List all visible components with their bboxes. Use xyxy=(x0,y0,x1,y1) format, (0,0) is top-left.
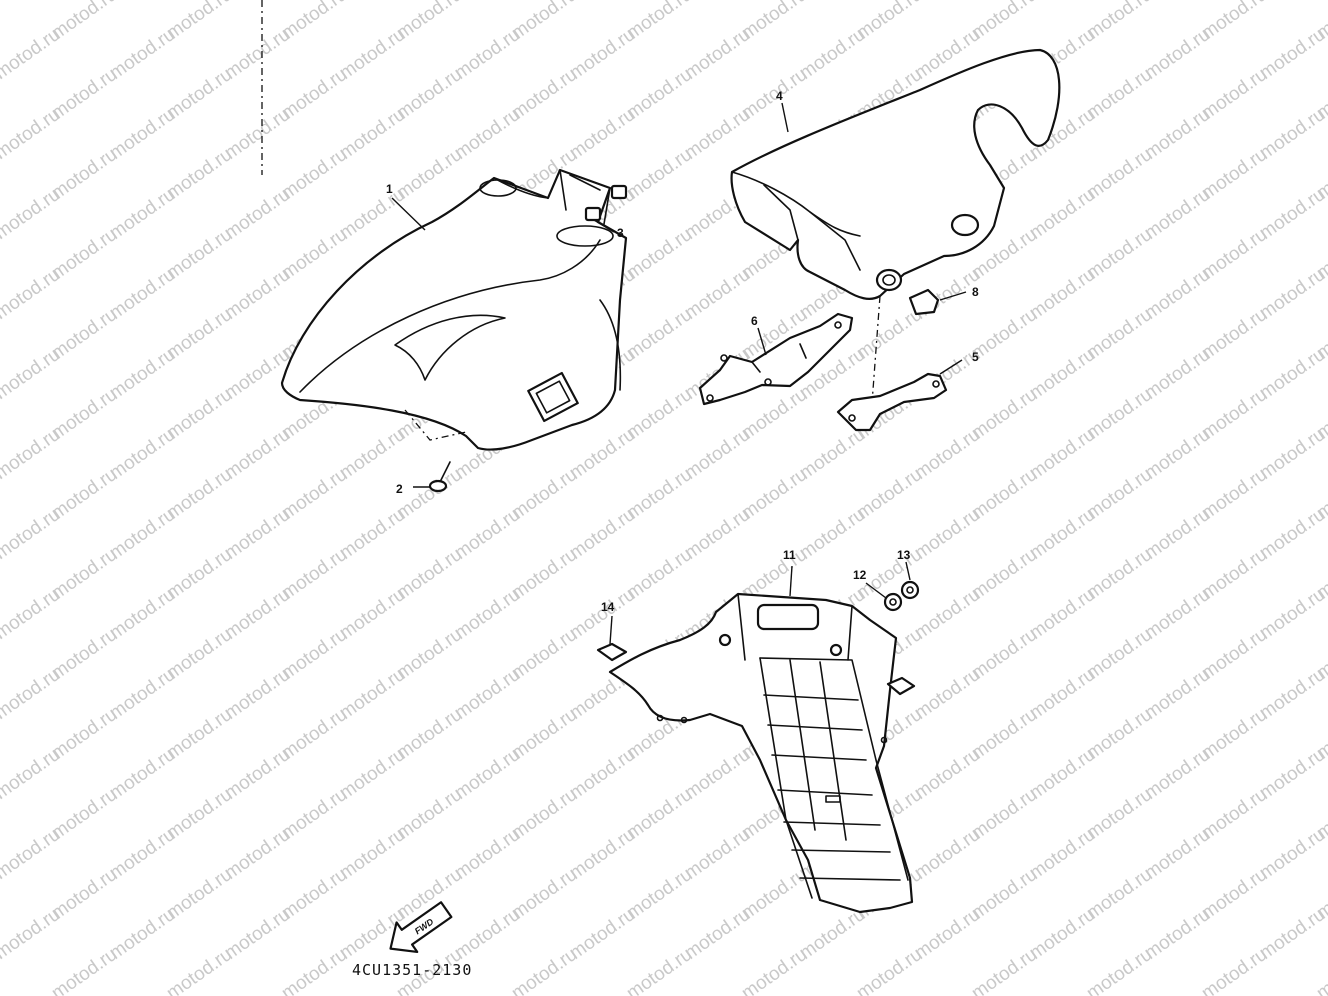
screw-part-2[interactable] xyxy=(428,461,451,493)
watermark-text: motod.ru xyxy=(0,264,64,324)
front-fender-part-1[interactable] xyxy=(280,168,628,451)
diagram-code: 4CU1351-2130 xyxy=(352,961,472,979)
watermark-text: motod.ru xyxy=(623,944,696,996)
nut-part-12[interactable] xyxy=(883,592,903,612)
callout-2: 2 xyxy=(396,482,403,496)
leader-lines xyxy=(391,102,967,645)
stay-part-5[interactable] xyxy=(836,372,948,432)
watermark-text: motod.ru xyxy=(0,344,64,404)
watermark-text: motod.ru xyxy=(278,944,351,996)
bracket-part-6[interactable] xyxy=(698,312,854,406)
callout-5: 5 xyxy=(972,350,979,364)
forward-arrow-icon: FWD xyxy=(389,901,453,954)
callout-8: 8 xyxy=(972,285,979,299)
rear-fender-part-11[interactable] xyxy=(596,592,916,914)
watermark-text: motod.ru xyxy=(0,0,64,4)
watermark-text: motod.ru xyxy=(0,664,64,724)
callouts: 1 2 3 4 5 6 8 11 12 13 14 xyxy=(386,89,979,614)
watermark-text: motod.ru xyxy=(968,944,1041,996)
watermark-text: motod.ru xyxy=(0,0,6,44)
watermark-text: motod.ru xyxy=(1198,944,1271,996)
washer-part-13[interactable] xyxy=(900,580,920,600)
watermark-text: motod.ru xyxy=(0,24,64,84)
watermark-text: motod.ru xyxy=(0,504,64,564)
watermark-text: motod.ru xyxy=(853,944,926,996)
watermark-text: motod.ru xyxy=(0,184,64,244)
callout-14: 14 xyxy=(601,600,615,614)
callout-13: 13 xyxy=(897,548,911,562)
callout-3: 3 xyxy=(617,226,624,240)
watermark-text: motod.ru xyxy=(508,944,581,996)
watermark-text: motod.ru xyxy=(0,424,64,484)
watermark-text: motod.ru xyxy=(0,744,64,804)
watermark-text: motod.ru xyxy=(0,824,64,884)
watermark-text: motod.ru xyxy=(0,584,64,644)
callout-1: 1 xyxy=(386,182,393,196)
watermark-text: motod.ru xyxy=(0,904,64,964)
watermark-text: motod.ru xyxy=(1313,944,1328,996)
callout-11: 11 xyxy=(783,548,796,562)
seat-cowl-part-4[interactable] xyxy=(730,48,1061,431)
watermark-text: motod.ru xyxy=(48,944,121,996)
callout-6: 6 xyxy=(751,314,758,328)
watermark-text: motod.ru xyxy=(738,944,811,996)
callout-4: 4 xyxy=(776,89,783,103)
watermark-text: motod.ru xyxy=(0,104,64,164)
watermark-text: motod.ru xyxy=(163,944,236,996)
watermark-text: motod.ru xyxy=(1083,944,1156,996)
callout-12: 12 xyxy=(853,568,867,582)
